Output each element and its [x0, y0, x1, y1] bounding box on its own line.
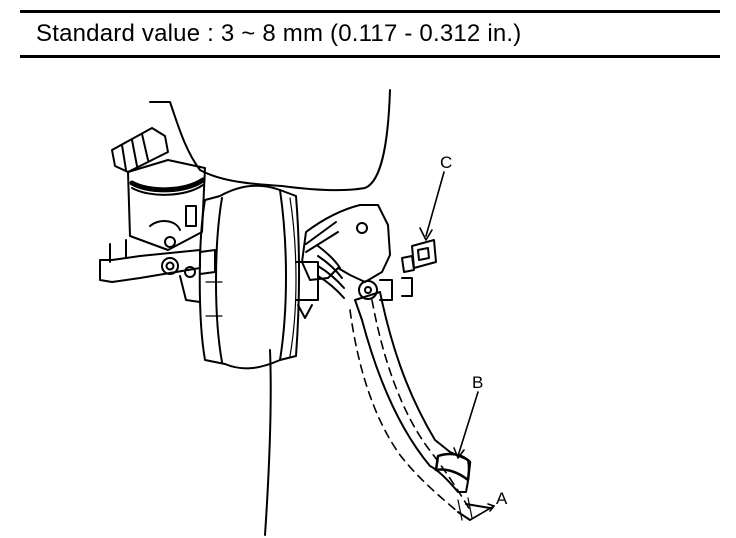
free-play-dimension-a — [457, 497, 495, 521]
pedal-bracket — [301, 204, 391, 283]
pedal-pivot — [358, 277, 413, 301]
master-cylinder — [99, 239, 216, 303]
spec-value-text: Standard value : 3 ~ 8 mm (0.117 - 0.312… — [36, 20, 522, 47]
pedal-pad — [434, 452, 472, 482]
brake-booster — [198, 184, 300, 370]
pedal-arm-free-play-outline — [349, 299, 471, 513]
brake-pedal-arm — [354, 291, 470, 493]
brake-fluid-reservoir — [127, 159, 206, 251]
callout-label-b: B — [472, 373, 483, 392]
stop-lamp-switch — [401, 239, 437, 273]
callout-label-c: C — [440, 153, 452, 172]
leader-line-c — [425, 171, 445, 237]
pushrod-linkage — [295, 245, 345, 319]
firewall-edge-lower — [264, 349, 272, 536]
reservoir-cap — [111, 127, 169, 173]
leader-line-c-arrow — [419, 227, 433, 241]
leader-line-b-arrow — [453, 447, 465, 459]
firewall-outline — [149, 89, 391, 192]
callout-label-a: A — [496, 489, 508, 508]
spec-header: Standard value : 3 ~ 8 mm (0.117 - 0.312… — [20, 10, 720, 58]
leader-line-b — [457, 391, 479, 457]
